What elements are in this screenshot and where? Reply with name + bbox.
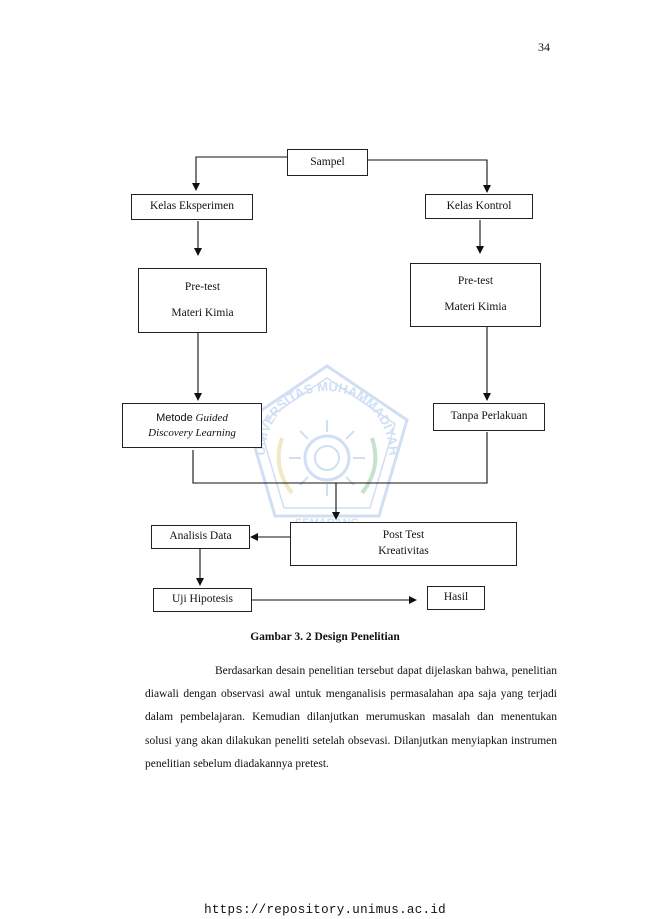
experiment-pretest-subject: Materi Kimia	[171, 306, 234, 319]
body-paragraph: Berdasarkan desain penelitian tersebut d…	[145, 665, 557, 770]
no-treatment-box: Tanpa Perlakuan	[433, 403, 545, 431]
method-box: Metode Guided Discovery Learning	[122, 403, 262, 448]
posttest-box: Post Test Kreativitas	[290, 522, 517, 566]
body-paragraph-block: Berdasarkan desain penelitian tersebut d…	[145, 660, 557, 776]
page-number: 34	[538, 40, 550, 54]
result-label: Hasil	[443, 591, 469, 604]
control-pretest-title: Pre-test	[457, 275, 494, 288]
hypothesis-test-box: Uji Hipotesis	[153, 588, 252, 612]
method-prefix: Metode	[156, 411, 193, 424]
method-guided: Guided	[195, 411, 228, 424]
result-box: Hasil	[427, 586, 485, 610]
experiment-class-label: Kelas Eksperimen	[150, 200, 234, 213]
hypothesis-test-label: Uji Hipotesis	[171, 593, 233, 606]
method-discovery-learning: Discovery Learning	[148, 426, 236, 439]
sample-label: Sampel	[310, 155, 345, 168]
control-class-box: Kelas Kontrol	[425, 194, 533, 219]
control-class-label: Kelas Kontrol	[446, 199, 512, 212]
experiment-pretest-title: Pre-test	[184, 280, 221, 293]
sample-box: Sampel	[287, 149, 368, 176]
figure-caption: Gambar 3. 2 Design Penelitian	[250, 631, 400, 643]
experiment-pretest-box: Pre-test Materi Kimia	[138, 268, 267, 333]
data-analysis-label: Analisis Data	[169, 530, 232, 543]
no-treatment-label: Tanpa Perlakuan	[450, 410, 528, 423]
university-logo-watermark: UNIVERSITAS MUHAMMADIYAH SEMARANG	[245, 364, 409, 528]
experiment-class-box: Kelas Eksperimen	[131, 194, 253, 220]
posttest-title: Post Test	[382, 529, 425, 542]
footer-url: https://repository.unimus.ac.id	[204, 903, 446, 917]
data-analysis-box: Analisis Data	[151, 525, 250, 549]
method-line-1: Metode Guided	[156, 411, 228, 426]
posttest-subject: Kreativitas	[378, 545, 429, 557]
control-pretest-box: Pre-test Materi Kimia	[410, 263, 541, 327]
control-pretest-subject: Materi Kimia	[444, 301, 507, 313]
